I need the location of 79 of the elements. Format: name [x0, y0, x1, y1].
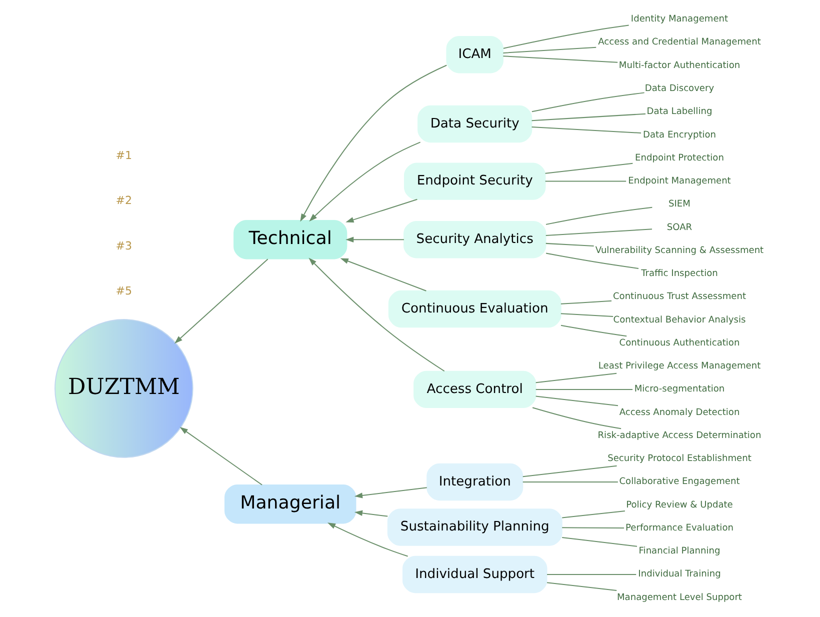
arrow [354, 487, 427, 498]
connector [532, 92, 644, 112]
arrow [346, 198, 418, 222]
node-text: Contextual Behavior Analysis [613, 315, 746, 326]
arrow [309, 142, 420, 222]
node-box: Continuous Evaluation [388, 290, 562, 328]
node-box: Data Security [418, 105, 532, 143]
node-text: Financial Planning [638, 546, 720, 557]
arrow [346, 236, 404, 242]
arrow [174, 258, 268, 344]
connector [560, 313, 614, 317]
node-text: Data Encryption [642, 130, 716, 140]
connector [532, 126, 642, 134]
label: #5 [116, 284, 132, 298]
node-text: Individual Training [638, 570, 721, 580]
connector [546, 252, 639, 269]
node-box: Endpoint Security [404, 162, 546, 200]
node-text: Access and Credential Management [598, 38, 761, 48]
node-text: Continuous Trust Assessment [612, 292, 746, 302]
node-text: Access Anomaly Detection [619, 408, 740, 418]
connector [546, 228, 652, 236]
connector [536, 388, 633, 390]
connector [532, 407, 622, 430]
node-text: Endpoint Protection [635, 153, 724, 164]
connector [560, 324, 627, 337]
connector [503, 24, 629, 49]
node-text: SIEM [668, 200, 690, 210]
node-text: Collaborative Engagement [619, 477, 740, 488]
node-text: Multi-factor Authentication [618, 60, 740, 71]
node-box: Security Analytics [403, 221, 546, 258]
node-text: Identity Management [630, 14, 728, 25]
node-box: Access Control [414, 370, 536, 408]
label: #1 [116, 148, 132, 162]
connector [532, 113, 646, 122]
connector [546, 206, 652, 225]
label: #2 [116, 194, 132, 208]
connector [545, 180, 626, 182]
node-box: ICAM [446, 36, 504, 74]
node-text: Continuous Authentication [619, 338, 740, 348]
connector [522, 465, 617, 478]
connector [503, 56, 618, 63]
node-text: Endpoint Management [628, 176, 731, 187]
node-text: Data Discovery [644, 84, 714, 94]
node-text: Management Level Support [617, 592, 742, 603]
connector [560, 300, 612, 304]
connector [562, 536, 638, 547]
arrow [180, 427, 262, 486]
node-text: SOAR [666, 222, 692, 233]
connector [522, 481, 618, 482]
node-box: Managerial [224, 484, 356, 524]
connector [547, 574, 636, 575]
connector [503, 46, 596, 54]
node-text: Risk-adaptive Access Determination [598, 430, 762, 441]
arrow [354, 510, 388, 517]
connector [545, 162, 633, 174]
connector [562, 510, 625, 518]
node-circle: DUZTMM [54, 319, 194, 458]
node-text: Micro-segmentation [634, 384, 725, 395]
connector [536, 372, 617, 384]
arrow [340, 258, 426, 292]
connector [546, 242, 594, 247]
node-box: Sustainability Planning [387, 508, 562, 546]
arrow [308, 258, 445, 372]
node-box: Integration [426, 463, 524, 501]
connector [536, 396, 618, 406]
connector [546, 582, 617, 592]
node-text: Traffic Inspection [641, 269, 718, 280]
arrow [327, 522, 408, 557]
node-text: Vulnerability Scanning & Assessment [595, 246, 764, 256]
node-text: Policy Review & Update [626, 500, 733, 510]
node-box: Individual Support [402, 556, 548, 594]
node-text: Performance Evaluation [626, 523, 734, 534]
arrow [300, 64, 447, 222]
node-box: Technical [234, 220, 348, 260]
node-text: Security Protocol Establishment [608, 454, 752, 464]
node-text: Least Privilege Access Management [598, 362, 761, 372]
node-text: Data Labelling [646, 107, 712, 118]
label: #3 [116, 239, 132, 252]
connector [562, 527, 624, 528]
